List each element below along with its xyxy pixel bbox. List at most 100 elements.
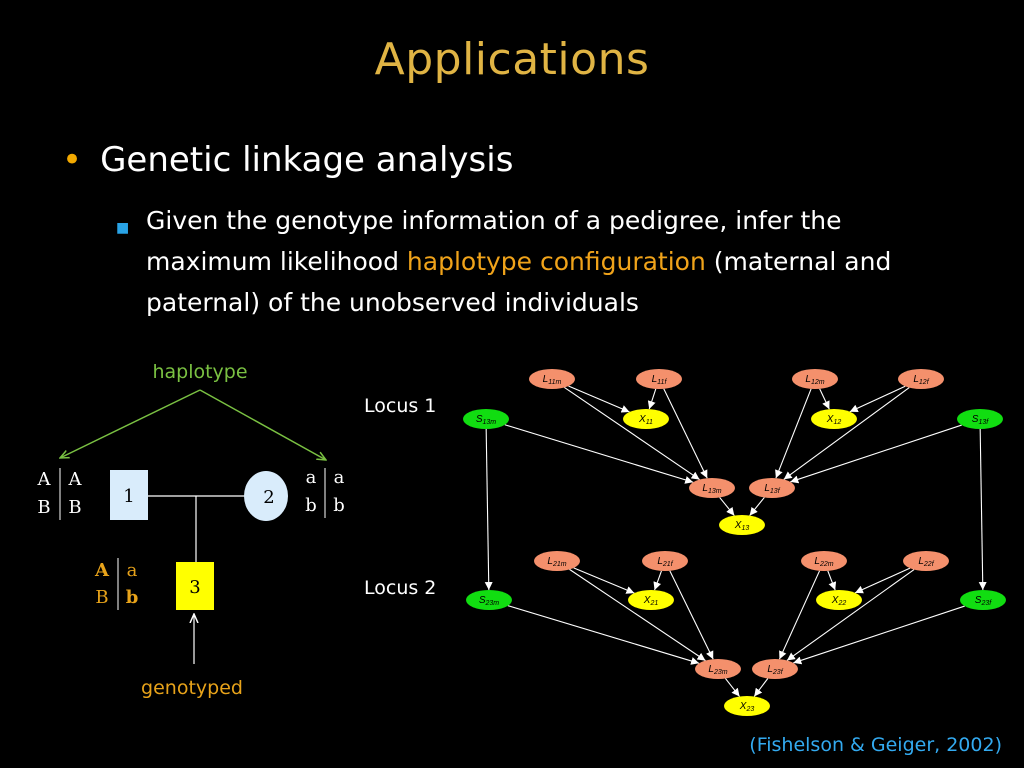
node-shape: [903, 551, 949, 571]
node-L12m: L12m: [792, 369, 838, 389]
edge-L11f-X11: [647, 388, 657, 410]
ind1-allele: A: [37, 469, 52, 490]
node-label: L11f: [652, 374, 668, 386]
edge-L13f-X13: [749, 497, 765, 516]
node-shape: [957, 409, 1003, 429]
edge-L12f-X12: [849, 385, 906, 413]
node-label: X22: [831, 595, 847, 607]
edge-L11f-L13m: [663, 388, 708, 479]
ind3-alleles: A a B b: [94, 558, 138, 610]
node-shape: [529, 369, 575, 389]
edge-L21m-L23m: [569, 568, 706, 662]
node-label: X13: [734, 520, 750, 532]
node-label: L21f: [657, 556, 673, 568]
node-shape: [719, 515, 765, 535]
locus1-label: Locus 1: [364, 395, 436, 417]
node-X22: X22: [816, 590, 862, 610]
citation: (Fishelson & Geiger, 2002): [749, 734, 1002, 756]
edge-S13f-S23f: [978, 428, 987, 591]
ind1-allele: B: [37, 497, 50, 518]
edge-L22m-L23f: [778, 570, 821, 660]
node-shape: [466, 590, 512, 610]
node-S23f: S23f: [960, 590, 1006, 610]
node-X11: X11: [623, 409, 669, 429]
edge-S23f-L23f: [793, 605, 965, 665]
edge-L21f-L23m: [669, 570, 714, 660]
locus2-label: Locus 2: [364, 577, 436, 599]
node-X13: X13: [719, 515, 765, 535]
haplotype-label: haplotype: [152, 361, 247, 383]
ind2-alleles: a a b b: [305, 467, 345, 518]
genotyped-label: genotyped: [141, 677, 243, 699]
ind3-allele: B: [95, 587, 108, 608]
node-label: S13m: [476, 414, 496, 426]
edge-L23m-X23: [724, 678, 741, 697]
node-label: L22m: [814, 556, 833, 568]
node-label: L12f: [913, 374, 929, 386]
node-L13m: L13m: [689, 478, 735, 498]
network-edges: [484, 385, 987, 697]
individual-1-square: [110, 470, 148, 520]
node-shape: [623, 409, 669, 429]
node-L11f: L11f: [636, 369, 682, 389]
slide-title: Applications: [374, 34, 650, 85]
node-L22f: L22f: [903, 551, 949, 571]
node-label: L22f: [918, 556, 934, 568]
haplotype-arrow-left: [60, 389, 201, 458]
sub-bullet-text: Given the genotype information of a pedi…: [146, 200, 936, 323]
node-shape: [695, 659, 741, 679]
bullet-genetic-linkage: • Genetic linkage analysis: [62, 140, 513, 180]
node-L21m: L21m: [534, 551, 580, 571]
edge-L12m-X12: [819, 388, 830, 410]
haplotype-configuration-highlight: haplotype configuration: [406, 247, 706, 276]
ind2-allele: b: [305, 495, 317, 516]
edge-L23f-X23: [753, 678, 769, 697]
ind1-id: 1: [123, 486, 134, 507]
node-shape: [534, 551, 580, 571]
edge-L12m-L13f: [775, 388, 812, 479]
node-label: L23f: [767, 664, 783, 676]
square-bullet-icon: ■: [116, 220, 130, 236]
ind1-allele: A: [68, 469, 83, 490]
edge-S23m-L23m: [507, 605, 700, 665]
ind2-allele: b: [333, 495, 345, 516]
node-shape: [749, 478, 795, 498]
bullet1-text: Genetic linkage analysis: [100, 140, 514, 180]
node-X21: X21: [628, 590, 674, 610]
node-shape: [960, 590, 1006, 610]
individual-2-circle: [244, 471, 288, 521]
bullet-dot-icon: •: [62, 140, 83, 180]
node-shape: [724, 696, 770, 716]
haplotype-arrow-right: [199, 389, 326, 460]
node-shape: [752, 659, 798, 679]
edge-L22f-L23f: [786, 569, 915, 661]
node-label: X12: [826, 414, 842, 426]
ind2-allele: a: [306, 467, 317, 488]
edge-L22m-X22: [827, 570, 837, 591]
node-L11m: L11m: [529, 369, 575, 389]
edge-L21f-X21: [653, 570, 662, 591]
node-shape: [636, 369, 682, 389]
node-shape: [801, 551, 847, 571]
ind3-id: 3: [189, 577, 200, 598]
node-label: L13m: [702, 483, 721, 495]
ind2-id: 2: [263, 487, 274, 508]
edge-S13m-S23m: [484, 428, 493, 591]
node-L21f: L21f: [642, 551, 688, 571]
edge-L21m-X21: [573, 567, 635, 594]
node-label: L21m: [547, 556, 566, 568]
pedigree: haplotype A A B B 1 2 a a b b A a B b: [37, 361, 345, 699]
edge-S13f-L13f: [790, 424, 962, 484]
node-L23f: L23f: [752, 659, 798, 679]
node-shape: [898, 369, 944, 389]
node-L23m: L23m: [695, 659, 741, 679]
node-label: X21: [643, 595, 659, 607]
edge-L11m-L13m: [564, 386, 700, 481]
node-L22m: L22m: [801, 551, 847, 571]
node-shape: [811, 409, 857, 429]
ind1-allele: B: [68, 497, 81, 518]
edge-L12f-L13f: [783, 387, 910, 480]
sub-bullet-post: (maternal and paternal) of the unobserve…: [146, 247, 892, 317]
individual-3-square: [176, 562, 214, 610]
